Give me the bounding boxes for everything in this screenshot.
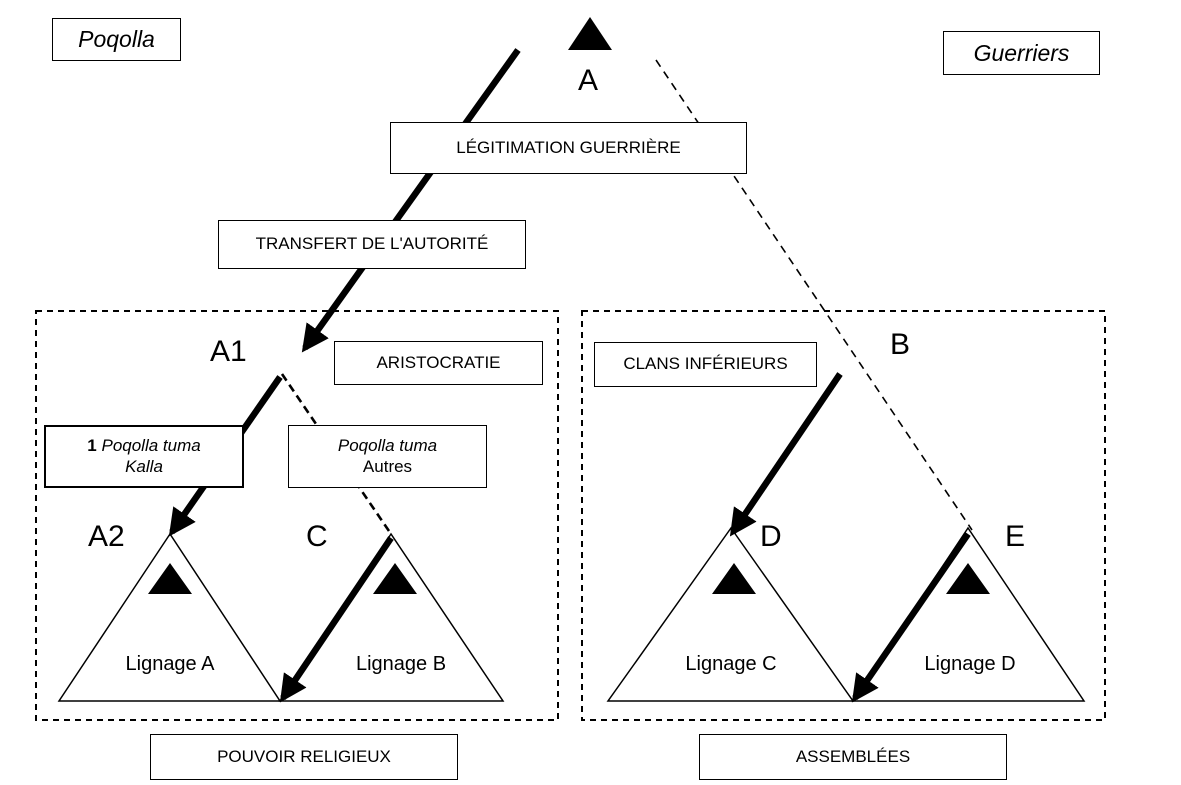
- lineage-label-b: Lignage B: [355, 653, 447, 675]
- clans-inferieurs-box: CLANS INFÉRIEURS: [594, 342, 817, 387]
- node-label-a2: A2: [88, 520, 125, 553]
- arrow-b-to-d: [729, 372, 843, 537]
- transfert-box: TRANSFERT DE L'AUTORITÉ: [218, 220, 526, 269]
- assemblees-box: ASSEMBLÉES: [699, 734, 1007, 780]
- right-region-box: [581, 310, 1106, 721]
- node-label-e: E: [1005, 520, 1026, 553]
- arrow-c-to-lineage-b: [279, 536, 394, 703]
- lineage-label-c: Lignage C: [685, 653, 777, 675]
- lineage-triangle-a: [57, 532, 282, 702]
- lineage-triangle-c: [606, 526, 855, 702]
- lineage-label-a: Lignage A: [125, 653, 215, 675]
- apex-marker-a: [568, 17, 612, 50]
- tuma-autres-box: Poqolla tuma Autres: [288, 425, 487, 488]
- tuma-kalla-number: 1: [87, 436, 97, 456]
- arrow-e-to-lineage-c: [851, 532, 971, 703]
- corner-label-guerriers: Guerriers: [943, 31, 1100, 75]
- pouvoir-religieux-box: POUVOIR RELIGIEUX: [150, 734, 458, 780]
- node-label-a: A: [578, 64, 599, 97]
- marker-e: [946, 563, 990, 594]
- tuma-kalla-line1: 1 Poqolla tuma: [87, 436, 200, 456]
- node-label-a1: A1: [210, 335, 247, 368]
- node-label-c: C: [306, 520, 328, 553]
- tuma-autres-italic: Poqolla tuma: [337, 436, 438, 456]
- aristocratie-box: ARISTOCRATIE: [334, 341, 543, 385]
- tuma-autres-line2: Autres: [362, 456, 413, 476]
- node-label-b: B: [890, 328, 911, 361]
- marker-a2: [148, 563, 192, 594]
- marker-c: [373, 563, 417, 594]
- tuma-kalla-box: 1 Poqolla tuma Kalla: [44, 425, 244, 488]
- legitimation-box: LÉGITIMATION GUERRIÈRE: [390, 122, 747, 174]
- lineage-label-d: Lignage D: [924, 653, 1016, 675]
- tuma-kalla-italic: Poqolla tuma: [101, 436, 201, 456]
- arrow-a-to-a1: [301, 48, 521, 353]
- left-region-box: [35, 310, 559, 721]
- dashed-link-a-to-b: [655, 59, 973, 531]
- node-label-d: D: [760, 520, 782, 553]
- tuma-kalla-line2: Kalla: [125, 456, 163, 476]
- corner-label-poqolla: Poqolla: [52, 18, 181, 61]
- marker-d: [712, 563, 756, 594]
